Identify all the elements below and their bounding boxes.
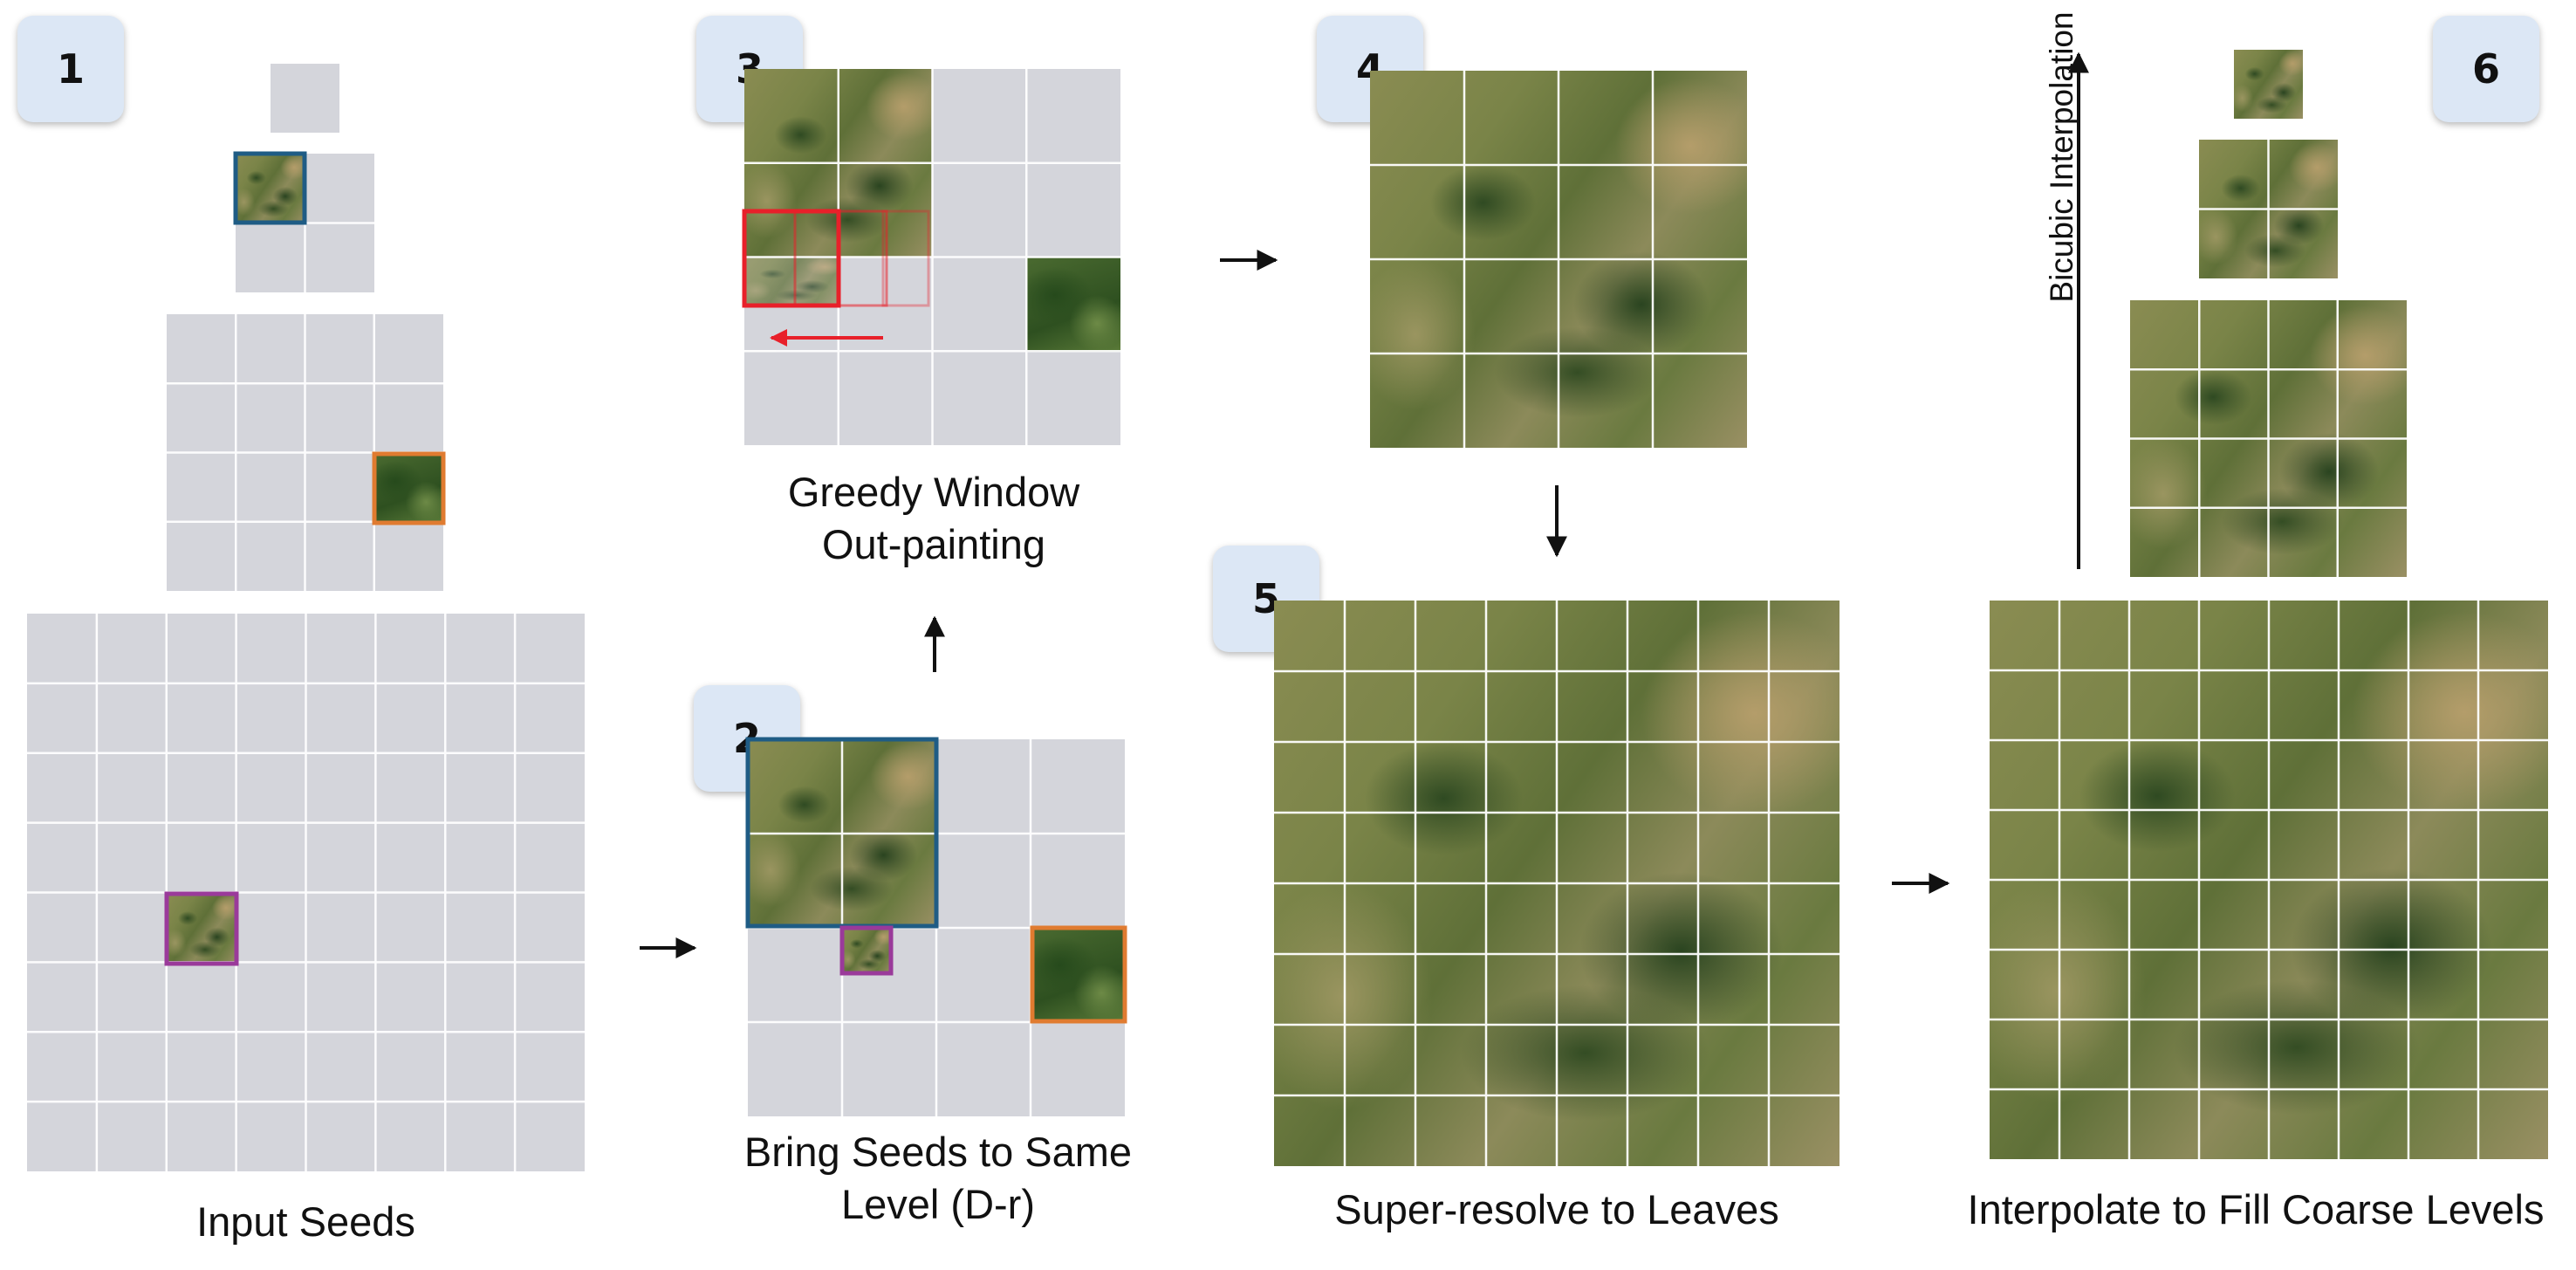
seed-tile-purple	[167, 894, 236, 964]
seed-tile-blue	[236, 154, 305, 223]
orange-block-outline	[1030, 925, 1127, 1024]
step-3-caption-line-2: Out-painting	[821, 521, 1046, 567]
window-box-3	[881, 209, 930, 307]
orange-seed-block	[1032, 928, 1125, 1021]
step-1-badge: 1	[17, 16, 124, 122]
purple-block-outline	[839, 925, 894, 976]
window-fill-tiles	[744, 257, 839, 305]
step-2-caption-line-2: Level (D-r)	[841, 1181, 1035, 1227]
seed-outline-blue	[233, 151, 307, 225]
seed-tile-orange	[374, 454, 443, 523]
step-1-caption: Input Seeds	[196, 1198, 415, 1245]
step-1-number: 1	[56, 45, 85, 93]
step-6-number: 6	[2471, 45, 2500, 93]
coarse-level-0	[2234, 50, 2303, 119]
window-box-1	[742, 209, 841, 308]
step-2-caption-line-1: Bring Seeds to Same	[743, 1129, 1133, 1175]
pyramid-level-0	[271, 64, 339, 133]
seed-outline-purple	[164, 891, 239, 966]
step-3-caption-line-1: Greedy Window	[787, 469, 1080, 515]
purple-seed-block	[842, 928, 891, 973]
step-5-caption: Super-resolve to Leaves	[1334, 1186, 1779, 1232]
seed-outline-orange	[372, 451, 446, 525]
orange-seed-block-step3	[1027, 257, 1120, 352]
step-6-caption: Interpolate to Fill Coarse Levels	[1967, 1186, 2545, 1232]
step-6-badge: 6	[2433, 16, 2539, 122]
